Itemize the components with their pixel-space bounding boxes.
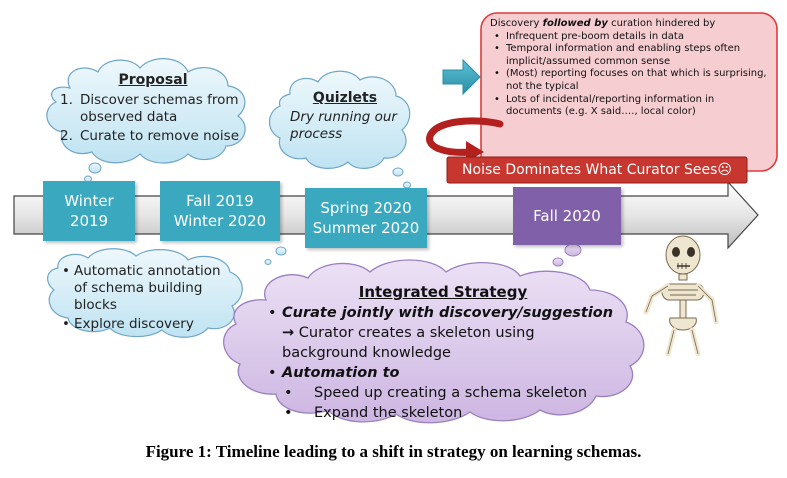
integrated-bullet-2-emphasis: Automation to [282,365,400,381]
integrated-bullet-1: • Curate jointly with discovery/suggesti… [268,303,618,363]
integrated-sub-bullet-text: Speed up creating a schema skeleton [314,385,588,401]
timeline-box-line1: Fall 2020 [533,207,601,225]
timeline-box-spring-2020: Spring 2020 Summer 2020 [305,188,427,248]
timeline-box-line1: Spring 2020 [320,199,412,217]
discovery-bullet-text: (Most) reporting focuses on that which i… [506,68,767,92]
integrated-sub-bullet-text: Expand the skeleton [314,405,463,421]
discovery-bullet: • Temporal information and enabling step… [490,43,772,68]
integrated-bullet-1-text: Curator creates a skeleton using backgro… [282,325,535,361]
proposal-item: 2. Curate to remove noise [60,128,246,145]
integrated-bullet-1-emphasis: Curate jointly with discovery/suggestion [282,305,614,321]
quizlets-title: Quizlets [312,90,378,106]
discovery-bullet-text: Lots of incidental/reporting information… [506,93,715,118]
proposal-list: 1. Discover schemas from observed data 2… [60,92,246,145]
proposal-item-number: 2. [60,128,73,144]
pointer-arrow [442,58,481,96]
right-arrow-icon: → [282,325,295,341]
quizlets-description: Dry running our process [290,109,397,142]
annotation-bullet-text: Explore discovery [74,316,194,332]
integrated-sub-bullet: • Expand the skeleton [268,403,618,423]
proposal-item: 1. Discover schemas from observed data [60,92,246,126]
quizlets-cloud [268,70,411,189]
bullet-dot: • [62,316,70,332]
integrated-title: Integrated Strategy [358,283,528,301]
proposal-item-text: Curate to remove noise [80,128,240,144]
quizlets-text: Quizlets Dry running our process [290,90,400,143]
timeline-box-line1: Fall 2019 [186,192,254,210]
bullet-dot: • [494,68,500,80]
discovery-bullet-text: Temporal information and enabling steps … [506,43,741,67]
discovery-bullet: • Lots of incidental/reporting informati… [490,94,772,119]
discovery-intro-pre: Discovery [490,18,543,29]
bullet-dot: • [284,405,293,421]
bullet-dot: • [494,93,500,105]
timeline-box-line2: Summer 2020 [312,219,420,237]
proposal-item-text: Discover schemas from observed data [80,92,239,125]
discovery-text: Discovery followed by curation hindered … [490,18,772,119]
annotation-bullet: • Explore discovery [62,316,234,333]
noise-banner [446,156,748,184]
skeleton-icon [643,235,719,357]
bullet-dot: • [494,43,500,55]
annotation-bullet: • Automatic annotation of schema buildin… [62,263,234,314]
proposal-title: Proposal [118,72,188,88]
integrated-sub-bullet: • Speed up creating a schema skeleton [268,383,618,403]
annotation-bullet-text: Automatic annotation of schema building … [74,263,221,313]
discovery-intro: Discovery followed by curation hindered … [490,18,772,31]
discovery-intro-emphasis: followed by [542,18,608,29]
timeline-box-line2: Winter 2020 [173,212,267,230]
annotation-bullets: • Automatic annotation of schema buildin… [62,263,234,333]
timeline-box-line2: 2019 [69,212,109,230]
bullet-dot: • [268,365,277,381]
timeline-box-fall-2019: Fall 2019 Winter 2020 [160,181,280,241]
figure-caption: Figure 1: Timeline leading to a shift in… [145,442,642,461]
bullet-dot: • [494,30,500,42]
timeline-box-winter-2019: Winter 2019 [43,181,135,241]
integrated-bullet-2: • Automation to [268,363,618,383]
integrated-strategy-cloud [223,243,645,424]
bullet-dot: • [62,263,70,279]
bullet-dot: • [268,305,277,321]
integrated-text: Integrated Strategy • Curate jointly wit… [268,282,618,423]
discovery-bullets: • Infrequent pre-boom details in data • … [490,31,772,119]
bullet-dot: • [284,385,293,401]
noise-banner-text: Noise Dominates What Curator Sees☹ [462,162,732,178]
discovery-intro-post: curation hindered by [607,18,716,29]
timeline-box-fall-2020: Fall 2020 [513,187,621,245]
annotation-text: • Automatic annotation of schema buildin… [62,263,234,333]
proposal-text: Proposal 1. Discover schemas from observ… [60,72,246,145]
timeline-box-line1: Winter [64,192,114,210]
discovery-bullet: • Infrequent pre-boom details in data [490,31,772,44]
annotation-cloud [47,246,287,338]
discovery-bullet-text: Infrequent pre-boom details in data [506,30,684,42]
proposal-item-number: 1. [60,92,73,108]
discovery-bullet: • (Most) reporting focuses on that which… [490,68,772,93]
